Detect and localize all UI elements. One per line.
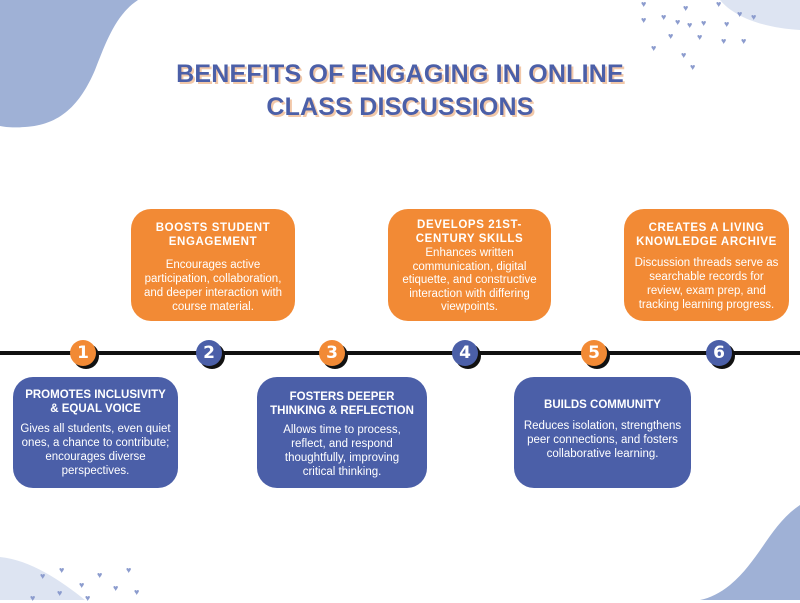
card-heading: BUILDS COMMUNITY — [544, 399, 661, 411]
heart-icon: ♥ — [741, 36, 747, 46]
card-body: Encourages active participation, collabo… — [143, 259, 283, 313]
heart-icon: ♥ — [724, 19, 730, 29]
card-body: Reduces isolation, strengthens peer conn… — [523, 420, 682, 460]
heart-icon: ♥ — [751, 12, 757, 22]
card-body: Gives all students, even quiet ones, a c… — [20, 423, 171, 477]
heart-icon: ♥ — [690, 62, 696, 72]
heart-icon: ♥ — [675, 17, 681, 27]
card-heading: BOOSTS STUDENT ENGAGEMENT — [155, 222, 271, 248]
card-heading: CREATES A LIVING KNOWLEDGE ARCHIVE — [636, 222, 777, 248]
decor-blob-bottom-right — [700, 505, 800, 600]
timeline-line — [0, 351, 800, 355]
heart-icon: ♥ — [701, 18, 707, 28]
heart-icon: ♥ — [40, 571, 46, 581]
card-heading: PROMOTES INCLUSIVITY & EQUAL VOICE — [25, 389, 166, 415]
decor-blob-top-right — [720, 0, 800, 30]
page-title: BENEFITS OF ENGAGING IN ONLINE CLASS DIS… — [0, 58, 800, 124]
heart-icon: ♥ — [687, 20, 693, 30]
heart-icon: ♥ — [697, 32, 703, 42]
heart-icon: ♥ — [134, 587, 140, 597]
step-2-marker: 2 — [196, 340, 222, 366]
card-builds-community: BUILDS COMMUNITY Reduces isolation, stre… — [514, 377, 691, 488]
heart-icon: ♥ — [681, 50, 687, 60]
card-heading: DEVELOPS 21ST-CENTURY SKILLS — [415, 219, 524, 245]
card-promotes-inclusivity: PROMOTES INCLUSIVITY & EQUAL VOICE Gives… — [13, 377, 178, 488]
card-body: Discussion threads serve as searchable r… — [634, 257, 779, 311]
heart-icon: ♥ — [641, 15, 647, 25]
card-fosters-deeper-thinking: FOSTERS DEEPER THINKING & REFLECTION All… — [257, 377, 427, 488]
heart-icon: ♥ — [57, 588, 63, 598]
card-body: Allows time to process, reflect, and res… — [283, 424, 401, 478]
decor-blob-bottom-left — [0, 557, 85, 600]
step-6-marker: 6 — [706, 340, 732, 366]
heart-icon: ♥ — [59, 565, 65, 575]
title-line-2: CLASS DISCUSSIONS — [266, 93, 534, 121]
heart-icon: ♥ — [30, 593, 36, 603]
heart-icon: ♥ — [641, 0, 647, 9]
card-boosts-student-engagement: BOOSTS STUDENT ENGAGEMENT Encourages act… — [131, 209, 295, 321]
heart-icon: ♥ — [661, 12, 667, 22]
card-body: Enhances written communication, digital … — [402, 247, 537, 313]
title-line-1: BENEFITS OF ENGAGING IN ONLINE — [176, 60, 624, 88]
card-creates-living-knowledge-archive: CREATES A LIVING KNOWLEDGE ARCHIVE Discu… — [624, 209, 789, 321]
step-5-marker: 5 — [581, 340, 607, 366]
heart-icon: ♥ — [683, 3, 689, 13]
heart-icon: ♥ — [79, 580, 85, 590]
decor-blob-top-left — [0, 0, 138, 128]
heart-icon: ♥ — [651, 43, 657, 53]
heart-icon: ♥ — [737, 9, 743, 19]
step-1-marker: 1 — [70, 340, 96, 366]
step-4-marker: 4 — [452, 340, 478, 366]
heart-icon: ♥ — [721, 36, 727, 46]
step-3-marker: 3 — [319, 340, 345, 366]
heart-icon: ♥ — [97, 570, 103, 580]
heart-icon: ♥ — [716, 0, 722, 9]
heart-icon: ♥ — [668, 31, 674, 41]
heart-icon: ♥ — [85, 593, 91, 603]
heart-icon: ♥ — [126, 565, 132, 575]
card-develops-21st-century-skills: DEVELOPS 21ST-CENTURY SKILLS Enhances wr… — [388, 209, 551, 321]
heart-icon: ♥ — [113, 583, 119, 593]
card-heading: FOSTERS DEEPER THINKING & REFLECTION — [270, 391, 414, 417]
